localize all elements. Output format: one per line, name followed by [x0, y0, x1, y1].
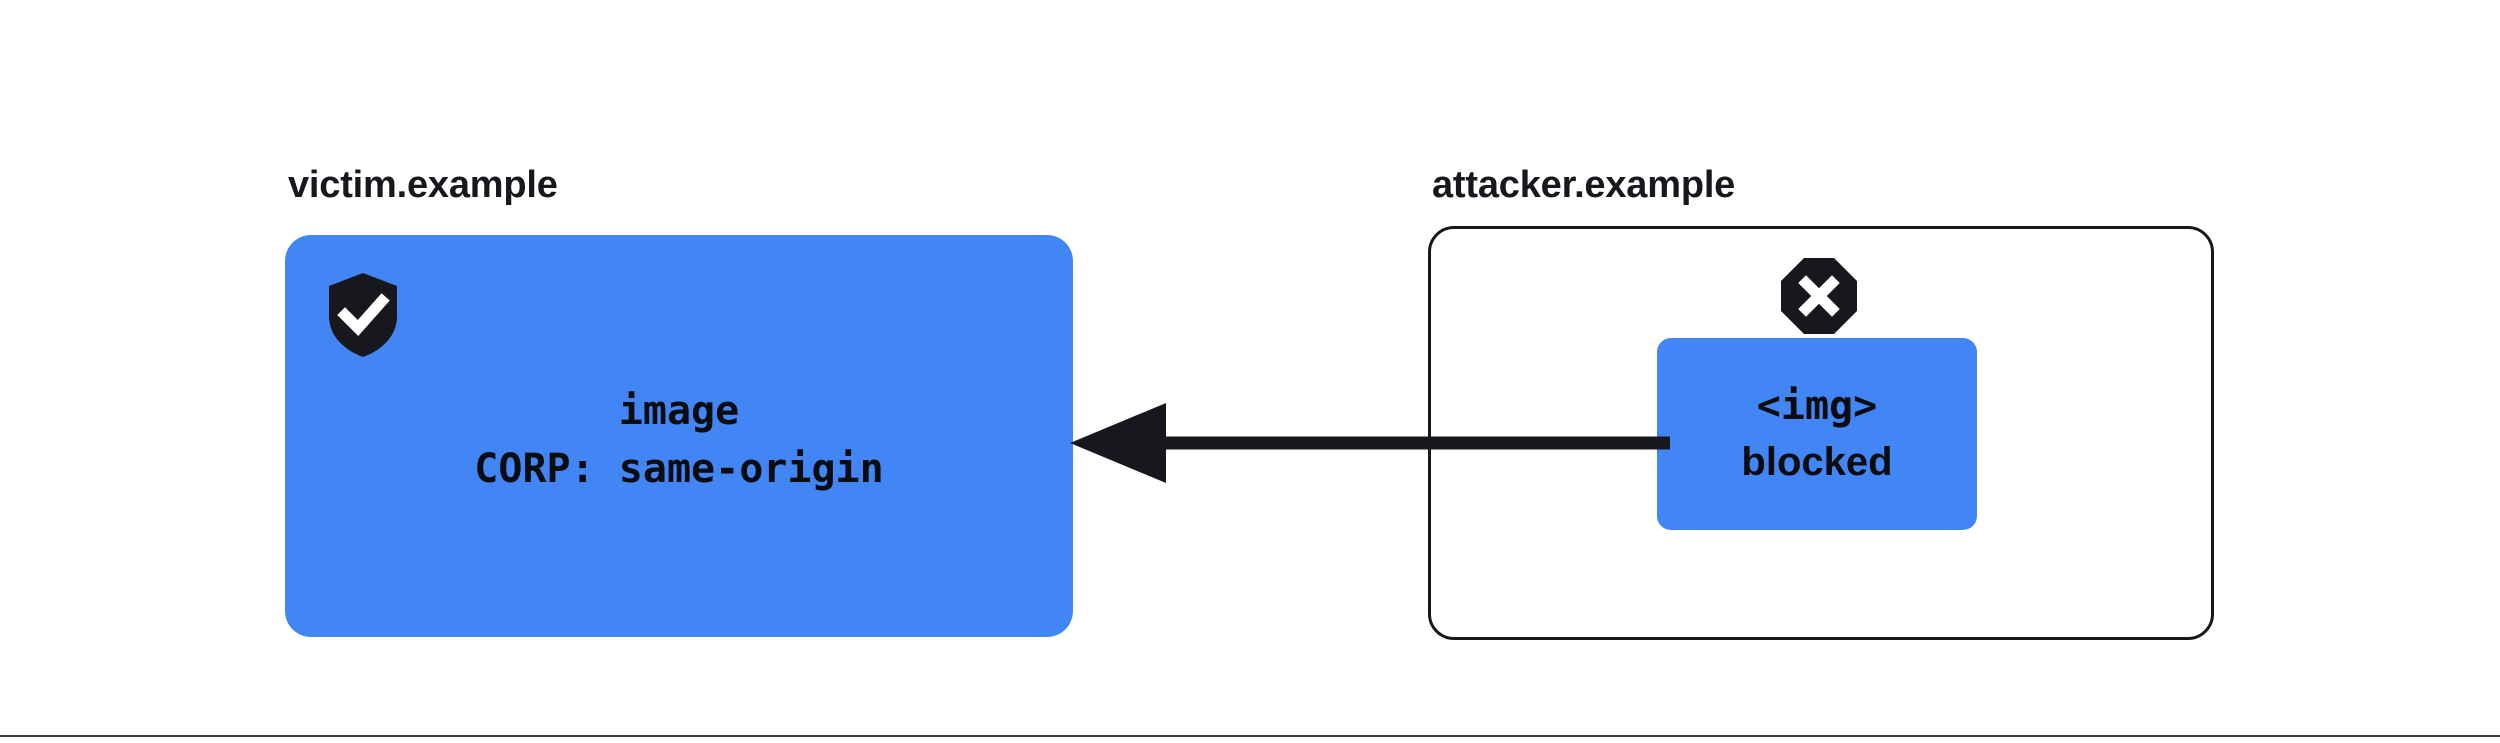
blocked-request-arrow	[1070, 400, 1670, 486]
victim-resource-block: image CORP: same-origin	[285, 382, 1073, 498]
attacker-img-element-box: <img> blocked	[1657, 338, 1977, 530]
resource-corp-header-text: CORP: same-origin	[474, 446, 884, 492]
victim-origin-label: victim.example	[288, 164, 558, 206]
octagon-x-icon	[1780, 257, 1858, 335]
victim-origin-panel	[285, 235, 1073, 637]
img-state-text: blocked	[1741, 440, 1893, 484]
img-tag-text: <img>	[1756, 383, 1878, 429]
resource-name-text: image	[618, 388, 740, 434]
bottom-divider	[0, 735, 2500, 737]
shield-check-icon	[327, 272, 399, 358]
attacker-origin-label: attacker.example	[1432, 164, 1736, 206]
